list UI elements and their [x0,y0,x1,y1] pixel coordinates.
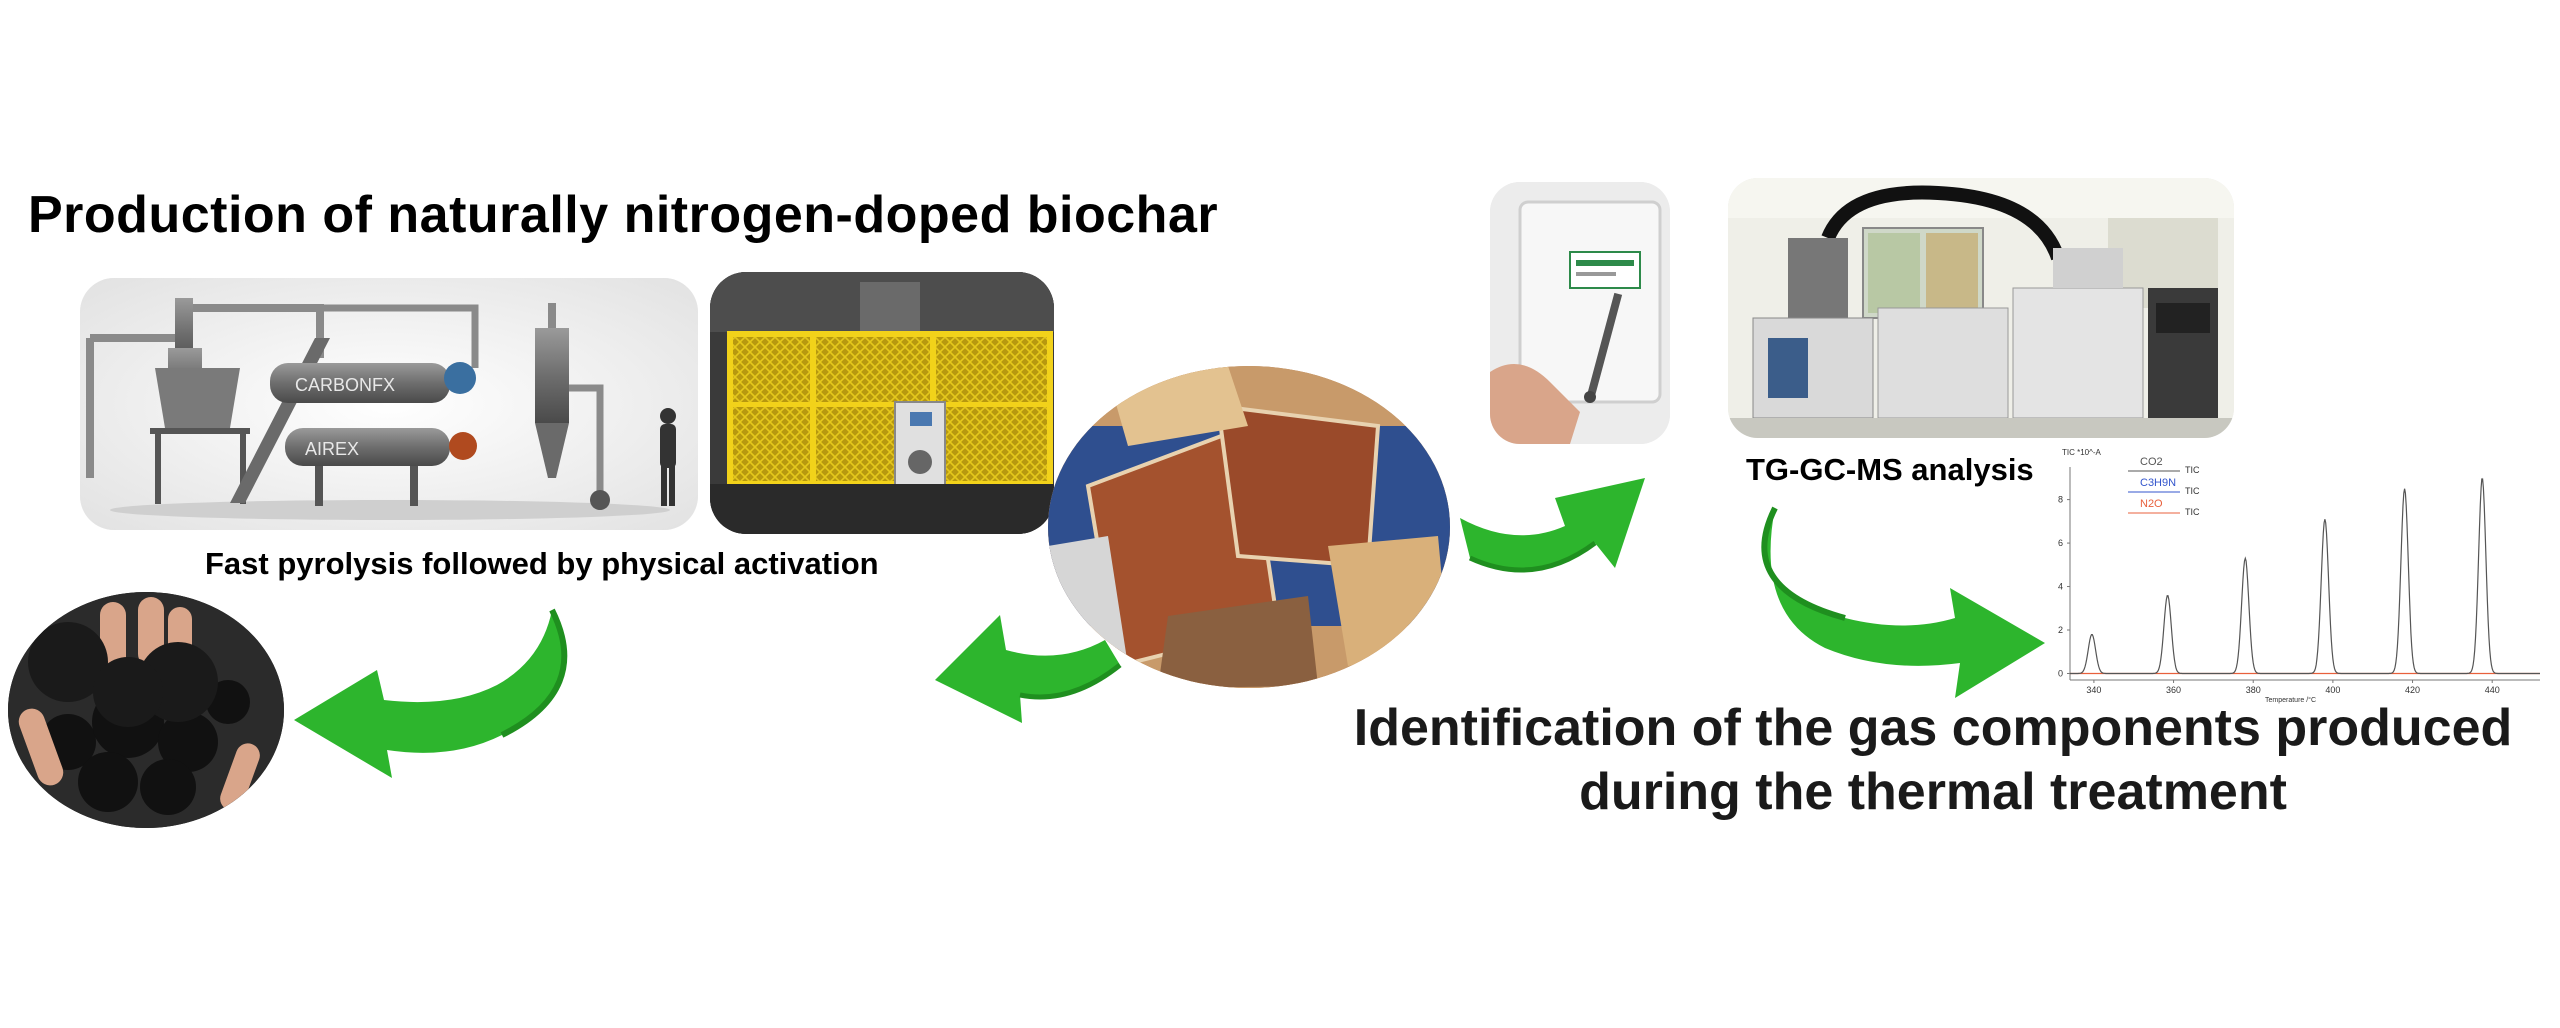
pyrolysis-plant-image: CARBONFX AIREX [80,278,698,530]
tg-gc-ms-caption: TG-GC-MS analysis [1746,452,2034,487]
pyrolysis-equipment-photo [710,272,1054,534]
y-tick-label: 0 [2058,668,2063,678]
yellow-cage-drawing [710,272,1054,534]
y-tick-label: 2 [2058,625,2063,635]
y-tick-label: 4 [2058,582,2063,592]
x-axis-label: Temperature /°C [2265,696,2316,704]
x-tick-label: 420 [2405,685,2420,695]
y-axis-label: TIC *10^-A [2062,448,2102,457]
y-tick-label: 6 [2058,538,2063,548]
curved-arrow-left-icon [294,608,568,778]
identification-caption: Identification of the gas components pro… [1318,696,2548,824]
arrow-to-tg-gc-ms [1455,458,1655,598]
arrow-from-pcb-left [930,595,1130,725]
x-tick-label: 340 [2086,685,2101,695]
curved-arrow-right-icon [1761,506,2045,698]
y-tick-label: 8 [2058,495,2063,505]
legend-suffix: TIC [2185,465,2200,475]
legend-suffix: TIC [2185,507,2200,517]
curved-arrow-right-icon [1460,478,1645,573]
pyrolysis-caption: Fast pyrolysis followed by physical acti… [205,546,879,581]
pcb-waste-photo [1048,366,1450,688]
tg-gc-ms-instrument-photo [1728,178,2234,438]
pyrolysis-plant-drawing: CARBONFX AIREX [80,278,698,530]
x-tick-label: 380 [2246,685,2261,695]
legend-label-n2o: N2O [2140,498,2163,510]
legend-label-c3h9n: C3H9N [2140,477,2176,489]
biochar-drawing [8,592,284,828]
x-tick-label: 400 [2325,685,2340,695]
legend-label-co2: CO2 [2140,456,2163,468]
carbonfx-label: CARBONFX [295,375,395,395]
arrow-to-chart [1755,498,2055,698]
airex-label: AIREX [305,439,359,459]
pcb-pieces-drawing [1048,366,1450,688]
x-tick-label: 360 [2166,685,2181,695]
instrument-drawing [1728,178,2234,438]
arrow-to-biochar [292,600,592,780]
x-tick-label: 440 [2485,685,2500,695]
identification-caption-line1: Identification of the gas components pro… [1353,699,2513,757]
gas-sampling-bag-photo [1490,182,1670,444]
identification-caption-line2: during the thermal treatment [1579,763,2287,821]
gas-bag-drawing [1490,182,1670,444]
biochar-hands-photo [8,592,284,828]
legend-suffix: TIC [2185,486,2200,496]
co2-series-line [2070,478,2540,675]
page-title: Production of naturally nitrogen-doped b… [28,186,1219,244]
curved-arrow-left-icon [935,615,1122,723]
